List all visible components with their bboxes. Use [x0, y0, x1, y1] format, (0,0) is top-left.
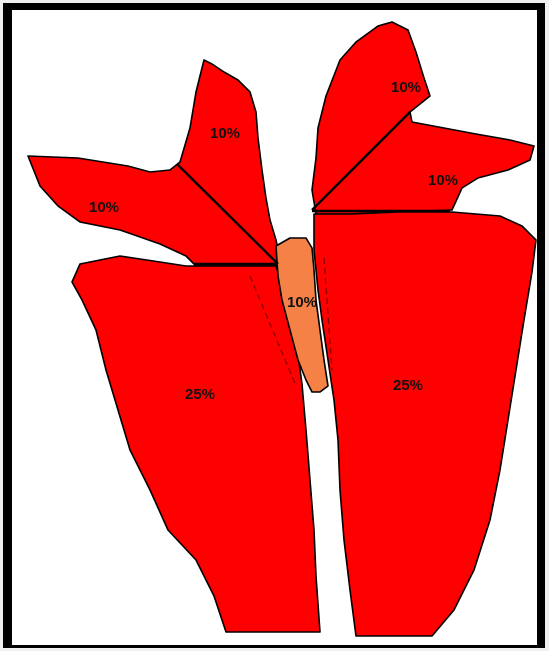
region-lower-left [72, 256, 320, 632]
region-lower-right [314, 212, 536, 636]
label-upper-left-side: 10% [89, 199, 119, 216]
label-center: 10% [287, 294, 317, 311]
label-lower-right: 25% [393, 377, 423, 394]
region-upper-left [28, 60, 280, 266]
label-upper-right-top: 10% [391, 79, 421, 96]
label-upper-left-top: 10% [210, 125, 240, 142]
label-lower-left: 25% [185, 386, 215, 403]
region-upper-right [312, 22, 534, 214]
label-upper-right-side: 10% [428, 172, 458, 189]
